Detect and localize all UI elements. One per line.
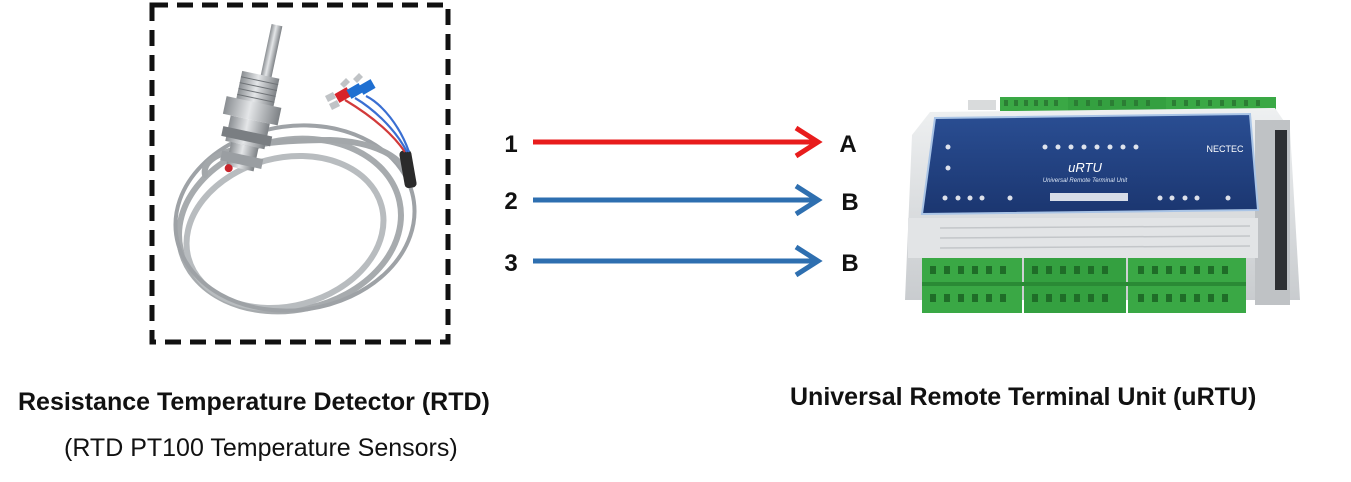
urtu-title: Universal Remote Terminal Unit (uRTU) bbox=[790, 383, 1257, 411]
urtu-device: uRTU Universal Remote Terminal Unit NECT… bbox=[905, 97, 1300, 313]
pin-label-from: 2 bbox=[504, 188, 517, 215]
rtd-sensor-illustration bbox=[173, 23, 417, 315]
pin-label-to: B bbox=[841, 250, 858, 277]
usb-port bbox=[1050, 193, 1128, 201]
arrow-head-icon bbox=[794, 183, 823, 217]
top-terminal-blocks bbox=[968, 97, 1276, 111]
cable-sleeve bbox=[399, 149, 417, 189]
lead-wires bbox=[344, 95, 411, 153]
status-leds bbox=[942, 144, 1231, 201]
connection-2: 2 B bbox=[504, 183, 859, 217]
bottom-terminal-blocks bbox=[922, 258, 1246, 313]
rtd-probe bbox=[220, 23, 283, 173]
threaded-fitting bbox=[235, 70, 280, 109]
dashed-border bbox=[149, 2, 451, 345]
front-panel bbox=[920, 112, 1260, 216]
housing-vents bbox=[939, 225, 1251, 249]
hex-nut bbox=[222, 96, 282, 126]
connections: 1 A 2 B 3 B bbox=[504, 125, 859, 278]
pin-label-from: 3 bbox=[504, 250, 517, 277]
pin-label-to: B bbox=[841, 189, 858, 216]
device-model-label: uRTU bbox=[1068, 160, 1102, 175]
brand-logo: NECTEC bbox=[1206, 144, 1244, 154]
arrow-head-icon bbox=[794, 125, 823, 159]
rtd-sensor-box bbox=[149, 2, 451, 345]
device-sublabel: Universal Remote Terminal Unit bbox=[1043, 178, 1128, 184]
arrow-head-icon bbox=[794, 244, 823, 278]
pin-label-to: A bbox=[839, 131, 856, 158]
rtd-cable bbox=[173, 123, 417, 315]
indicator-dot bbox=[224, 164, 233, 173]
pin-label-from: 1 bbox=[504, 131, 517, 158]
connection-1: 1 A bbox=[504, 125, 857, 159]
rtd-subtitle: (RTD PT100 Temperature Sensors) bbox=[64, 434, 458, 462]
spade-terminals bbox=[325, 73, 376, 110]
connection-3: 3 B bbox=[504, 244, 859, 278]
rtd-title: Resistance Temperature Detector (RTD) bbox=[18, 388, 490, 416]
